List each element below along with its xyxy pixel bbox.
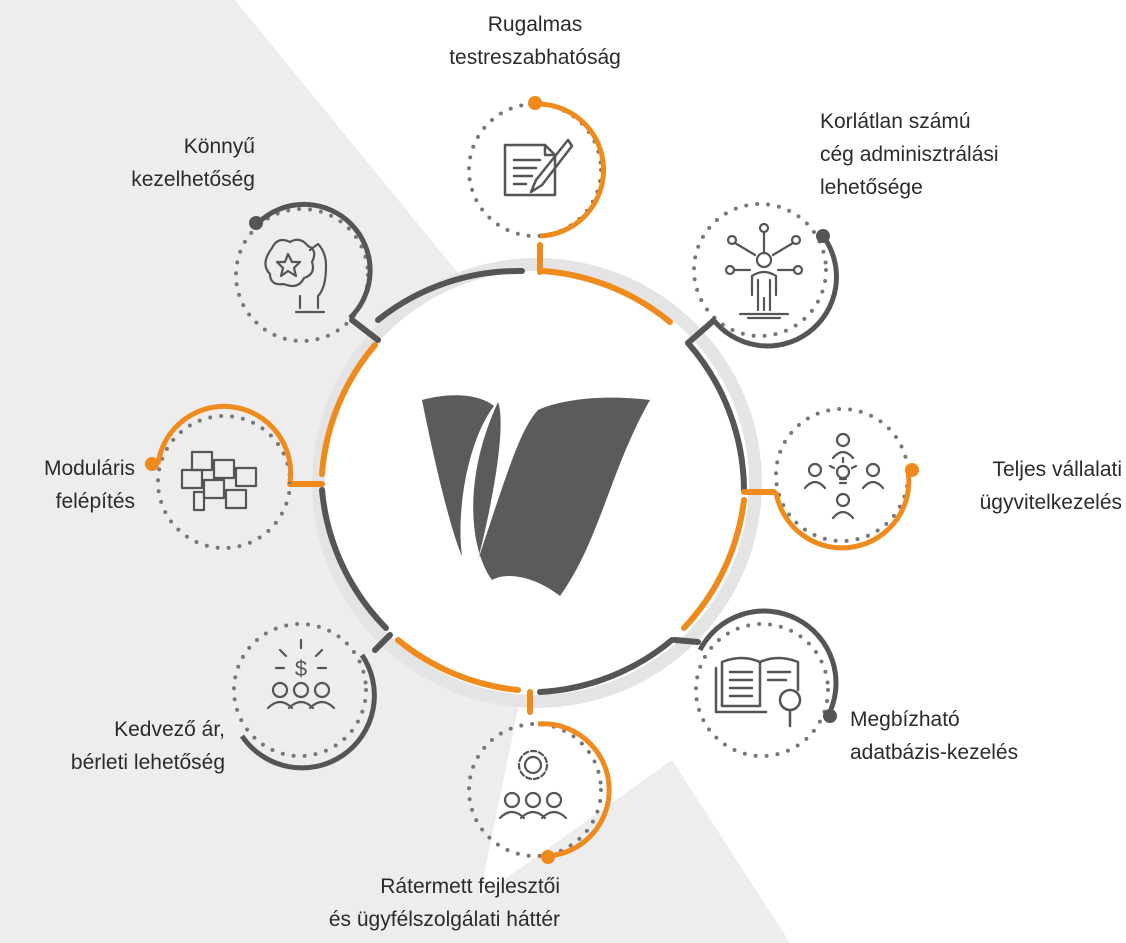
connector-kedvezo — [372, 632, 393, 653]
label-line: Korlátlan számú — [820, 110, 971, 133]
label-modularis: Moduláris felépítés — [0, 452, 135, 518]
node-ring-dot — [528, 96, 542, 110]
label-line: Teljes vállalati — [992, 458, 1122, 481]
node-ring-dot — [823, 709, 837, 723]
label-line: Könnyű — [183, 135, 255, 158]
label-line: és ügyfélszolgálati háttér — [328, 908, 560, 931]
node-ring-dot — [541, 850, 555, 864]
label-line: ügyvitelkezelés — [979, 491, 1122, 514]
label-teljes: Teljes vállalati ügyvitelkezelés — [900, 453, 1122, 519]
label-line: felépítés — [55, 490, 135, 513]
label-line: Megbízható — [850, 708, 960, 731]
node-ring-dots — [467, 722, 603, 858]
person-network-icon — [724, 222, 804, 320]
document-pen-icon — [503, 138, 574, 197]
node-ring-dots — [692, 202, 828, 338]
label-line: bérleti lehetőség — [70, 751, 225, 774]
connector-konnyu — [349, 317, 381, 343]
team-gear-icon — [498, 749, 568, 820]
connectors — [287, 242, 777, 715]
node-ring-dot — [145, 457, 159, 471]
node-ring-dots — [694, 622, 830, 758]
label-megbizhato: Megbízható adatbázis-kezelés — [850, 703, 1100, 769]
main-ring-segment — [681, 497, 747, 631]
main-ring-segment — [319, 487, 389, 631]
node-ring-arc — [239, 653, 377, 771]
background-shape-right — [415, 760, 790, 943]
background-shape-left — [0, 0, 520, 943]
connector-megbizhato — [672, 637, 701, 645]
label-line: Rugalmas — [487, 13, 583, 36]
node-ring-arc — [534, 101, 607, 239]
node-ring-arc — [697, 608, 839, 718]
node-ring-dots — [467, 102, 603, 238]
main-ring-segment — [685, 340, 747, 493]
node-ring-dot — [816, 229, 830, 243]
puzzle-icon — [180, 450, 258, 512]
label-line: testreszabhatóság — [449, 46, 621, 69]
node-ring-dots — [232, 622, 368, 758]
team-idea-icon — [803, 432, 885, 520]
node-ring-dot — [249, 216, 263, 230]
label-ratermett: Rátermett fejlesztői és ügyfélszolgálati… — [220, 870, 560, 936]
team-dollar-icon: $ — [266, 638, 336, 710]
main-ring-segment — [537, 637, 675, 695]
node-ring-arc — [773, 469, 912, 551]
main-ring — [319, 267, 747, 695]
main-ring-segment — [395, 637, 521, 693]
label-line: Rátermett fejlesztői — [380, 875, 560, 898]
node-ring-arc — [256, 201, 373, 320]
label-kedvezo: Kedvező ár, bérleti lehetőség — [0, 713, 225, 779]
node-rings — [145, 96, 919, 864]
svg-text:$: $ — [295, 656, 307, 681]
label-korlatlan: Korlátlan számú cég adminisztrálási lehe… — [820, 105, 1050, 204]
label-line: cég adminisztrálási — [820, 143, 999, 166]
label-line: lehetősége — [820, 176, 923, 199]
shield-logo-icon — [422, 395, 650, 596]
label-konnyu: Könnyű kezelhetőség — [60, 130, 255, 196]
label-line: Moduláris — [43, 457, 135, 480]
label-line: adatbázis-kezelés — [850, 741, 1019, 764]
label-line: Kedvező ár, — [114, 718, 225, 741]
label-rugalmas: Rugalmas testreszabhatóság — [375, 8, 695, 74]
label-line: kezelhetőség — [131, 168, 255, 191]
book-search-icon — [714, 656, 802, 728]
node-ring-arc — [709, 234, 839, 349]
hand-puzzle-icon — [264, 238, 328, 314]
node-ring-arc — [155, 403, 294, 483]
main-ring-segment — [319, 342, 378, 477]
connector-korlatlan — [685, 319, 715, 346]
node-ring-dots — [774, 407, 910, 543]
node-ring-dot — [905, 463, 919, 477]
node-ring-arc — [537, 721, 612, 859]
main-ring-segment — [375, 267, 525, 323]
main-ring-segment — [539, 268, 673, 325]
